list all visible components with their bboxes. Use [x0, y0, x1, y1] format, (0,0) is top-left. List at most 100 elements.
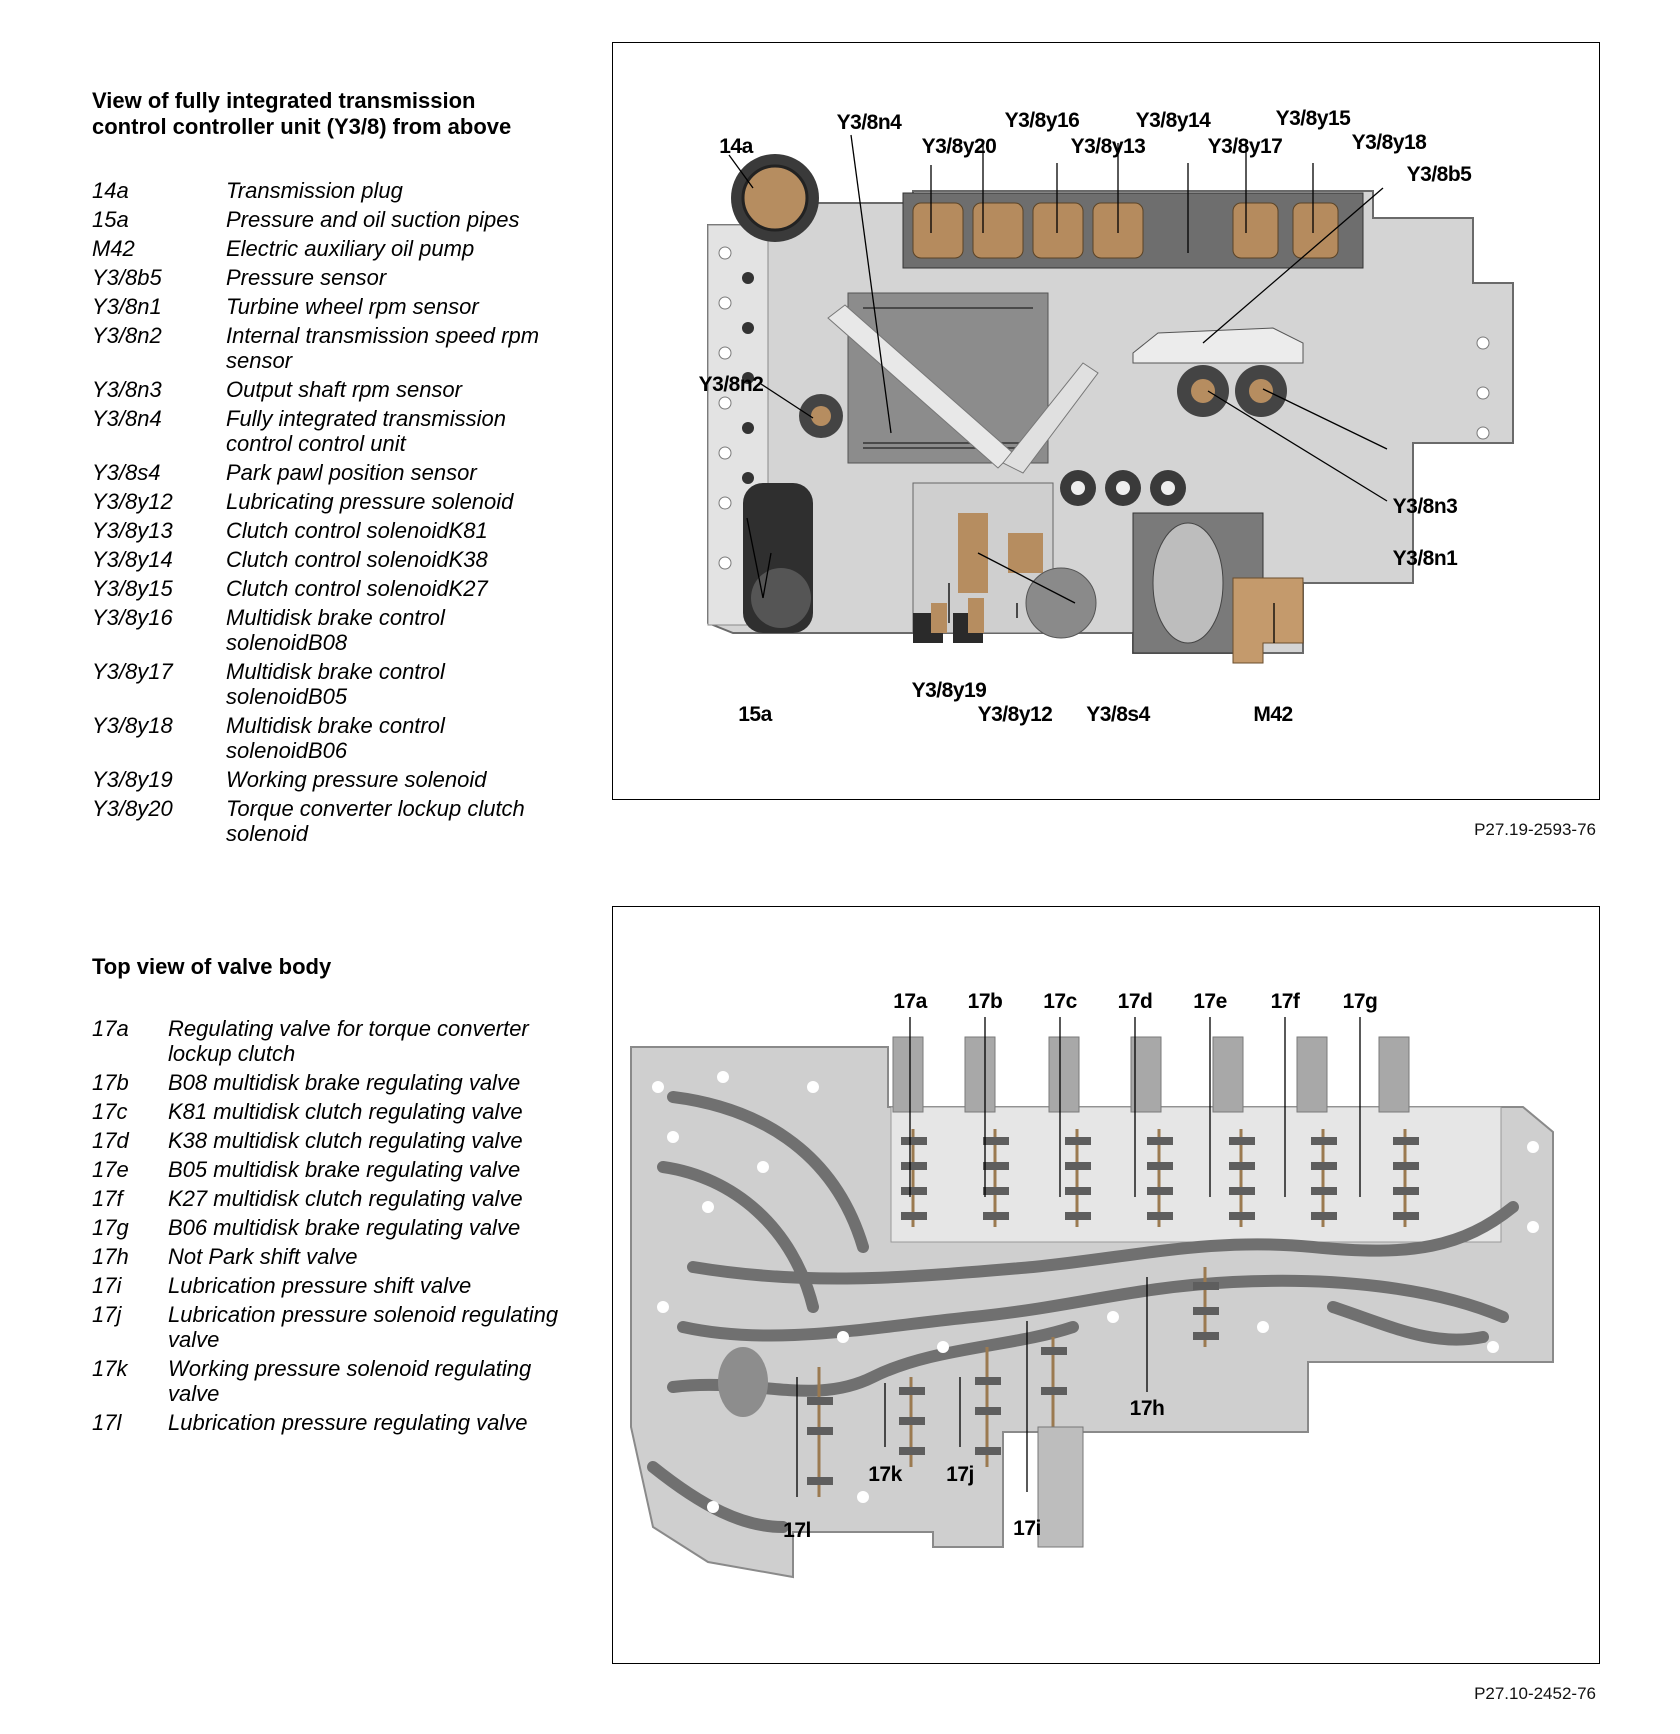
legend-desc: Pressure and oil suction pipes: [226, 207, 520, 232]
valve-body-illustration: [630, 1017, 1554, 1579]
callout-y3-8n3: Y3/8n3: [1392, 495, 1458, 518]
callout-17f: 17f: [1270, 990, 1300, 1013]
callout-17g: 17g: [1342, 990, 1378, 1013]
callout-14a: 14a: [719, 135, 753, 158]
legend-code: 17i: [92, 1273, 122, 1298]
callout-y3-8n4: Y3/8n4: [836, 111, 902, 134]
legend-desc: Electric auxiliary oil pump: [226, 236, 475, 261]
solenoid-coils: [912, 202, 1339, 259]
callout-y3-8y14: Y3/8y14: [1135, 109, 1211, 132]
legend-code: Y3/8y15: [92, 576, 173, 601]
legend-desc: Working pressure solenoid: [226, 767, 487, 792]
callout-17l: 17l: [783, 1519, 811, 1542]
legend-row: 17c K81 multidisk clutch regulating valve: [92, 1099, 572, 1124]
legend-desc: K81 multidisk clutch regulating valve: [168, 1099, 523, 1124]
control-unit-panel: [847, 292, 1049, 464]
legend-row: 17i Lubrication pressure shift valve: [92, 1273, 572, 1298]
legend-desc: Multidisk brake control solenoidB08: [226, 605, 445, 655]
legend-row: Y3/8y20 Torque converter lockup clutch so…: [92, 796, 562, 846]
callout-y3-8y15: Y3/8y15: [1275, 107, 1351, 130]
legend-desc: Pressure sensor: [226, 265, 387, 290]
legend-code: Y3/8y12: [92, 489, 173, 514]
callout-17c: 17c: [1043, 990, 1077, 1013]
legend-desc: Transmission plug: [226, 178, 403, 203]
legend-desc: Output shaft rpm sensor: [226, 377, 462, 402]
legend-code: Y3/8n1: [92, 294, 162, 319]
legend-desc: Park pawl position sensor: [226, 460, 477, 485]
legend-row: 14a Transmission plug: [92, 178, 562, 203]
legend-row: 15a Pressure and oil suction pipes: [92, 207, 562, 232]
callout-y3-8y19: Y3/8y19: [911, 679, 987, 702]
legend-row: 17l Lubrication pressure regulating valve: [92, 1410, 572, 1435]
callout-17h: 17h: [1129, 1397, 1165, 1420]
legend-code: 17a: [92, 1016, 129, 1041]
plate-holes: [718, 246, 1490, 570]
spool-lands: [807, 1137, 1419, 1485]
legend-row: Y3/8b5 Pressure sensor: [92, 265, 562, 290]
legend-row: M42 Electric auxiliary oil pump: [92, 236, 562, 261]
legend-desc: Clutch control solenoidK81: [226, 518, 488, 543]
sockets: [1060, 470, 1186, 506]
legend-code: 14a: [92, 178, 129, 203]
section2-heading: Top view of valve body: [92, 954, 332, 979]
callout-17j: 17j: [946, 1463, 974, 1486]
callout-y3-8y18: Y3/8y18: [1351, 131, 1427, 154]
legend-desc: Multidisk brake control solenoidB05: [226, 659, 445, 709]
pressure-sensor: [1132, 327, 1304, 364]
legend-desc: Lubrication pressure regulating valve: [168, 1410, 528, 1435]
legend-desc: Clutch control solenoidK27: [226, 576, 488, 601]
callout-y3-8y16: Y3/8y16: [1004, 109, 1080, 132]
legend-code: 17l: [92, 1410, 122, 1435]
spring-bore: [1037, 1426, 1084, 1548]
legend-desc: Fully integrated transmission control co…: [226, 406, 507, 456]
callout-y3-8s4: Y3/8s4: [1086, 703, 1150, 726]
legend-code: Y3/8b5: [92, 265, 162, 290]
legend-code: 17g: [92, 1215, 129, 1240]
legend-desc: Working pressure solenoid regulating val…: [168, 1356, 532, 1406]
callout-17i: 17i: [1013, 1517, 1041, 1540]
legend-code: Y3/8n4: [92, 406, 162, 431]
callout-y3-8n2: Y3/8n2: [698, 373, 764, 396]
legend-code: 17b: [92, 1070, 129, 1095]
legend-desc: Lubrication pressure solenoid regulating…: [168, 1302, 559, 1352]
legend-row: Y3/8n3 Output shaft rpm sensor: [92, 377, 562, 402]
callout-17d: 17d: [1117, 990, 1153, 1013]
callout-17e: 17e: [1193, 990, 1227, 1013]
callout-y3-8b5: Y3/8b5: [1406, 163, 1472, 186]
tcu-illustration: [707, 134, 1514, 664]
park-pawl-sensor: [958, 513, 988, 593]
figure2-caption: P27.10-2452-76: [1474, 1684, 1596, 1703]
section1-heading-line2: control controller unit (Y3/8) from abov…: [92, 114, 512, 139]
callout-y3-8y20: Y3/8y20: [921, 135, 997, 158]
section1-legend: 14a Transmission plug 15a Pressure and oil…: [92, 178, 562, 850]
legend-code: Y3/8y13: [92, 518, 173, 543]
oil-channels: [647, 1091, 1519, 1533]
legend-code: 15a: [92, 207, 129, 232]
legend-code: M42: [92, 236, 135, 261]
legend-desc: Torque converter lockup clutch solenoid: [226, 796, 525, 846]
section1-heading-line1: View of fully integrated transmission: [92, 88, 476, 113]
legend-code: Y3/8n3: [92, 377, 162, 402]
legend-code: Y3/8y20: [92, 796, 173, 821]
callout-m42: M42: [1253, 703, 1293, 726]
legend-desc: Lubrication pressure shift valve: [168, 1273, 472, 1298]
accumulator-bore: [718, 1347, 768, 1417]
legend-desc: Multidisk brake control solenoidB06: [226, 713, 445, 763]
legend-code: 17c: [92, 1099, 128, 1124]
callout-17b: 17b: [967, 990, 1003, 1013]
callout-y3-8y12: Y3/8y12: [977, 703, 1053, 726]
